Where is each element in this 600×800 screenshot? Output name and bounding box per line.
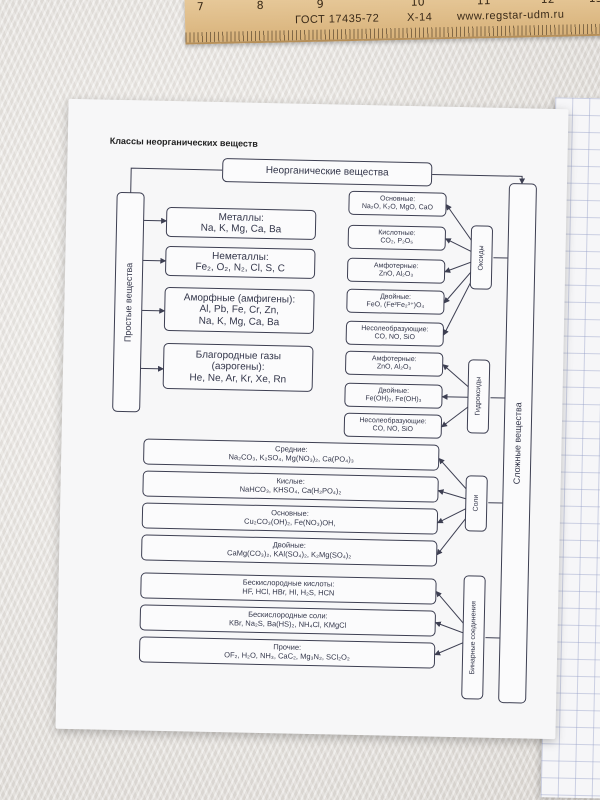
salt-line2: Na₂CO₃, K₂SO₄, Mg(NO₃)₂, Ca(PO₄)₃ [228,452,354,464]
hydroxide-double-box: Двойные: Fe(OH)₂, Fe(OH)₃ [344,382,443,409]
binary-line2: KBr, Na₂S, Ba(HS)₂, NH₄Cl, KMgCl [228,618,347,630]
page-title: Классы неорганических веществ [109,135,258,149]
ruler-number: 12 [541,0,555,6]
ruler-number: 13 [589,0,600,5]
hydroxides-box: Гидроксиды [466,359,491,434]
notebook-page: Классы неорганических веществ [55,98,569,740]
simple-substances-box: Простые вещества [112,191,145,413]
binary-anoxic-acids-box: Бескислородные кислоты: HF, HCl, HBr, HI… [140,572,437,605]
simple-nonmetals-box: Неметаллы: Fe₂, O₂, N₂, Cl, S, C [164,245,316,280]
complex-substances-box: Сложные вещества [498,183,537,704]
oxide-line2: CO₂, P₂O₅ [380,237,414,246]
complex-substances-label: Сложные вещества [511,402,524,485]
oxide-amphoteric-box: Амфотерные: ZnO, Al₂O₃ [346,257,446,284]
ruler-number: 7 [196,0,204,14]
hydroxide-nonsalt-box: Несолеобразующие: CO, NO, SiO [343,412,443,439]
oxide-acidic-box: Кислотные: CO₂, P₂O₅ [347,224,447,251]
salts-box: Соли [464,475,488,532]
simple-substances-label: Простые вещества [122,262,135,342]
oxide-double-box: Двойные: FeO, (Fe²Fe₂³⁺)O₄ [346,288,445,315]
root-label: Неорганические вещества [265,165,389,179]
binary-line2: HF, HCl, HBr, HI, H₂S, HCN [242,586,335,598]
simple-line3: He, Ne, Ar, Kr, Xe, Rn [189,372,287,386]
salt-line2: CaMg(CO₃)₂, KAl(SO₄)₂, K₂Mg(SO₄)₂ [226,548,352,560]
root-box: Неорганические вещества [221,158,433,187]
salt-medium-box: Средние: Na₂CO₃, K₂SO₄, Mg(NO₃)₂, Ca(PO₄… [143,438,440,471]
ruler-number: 11 [476,0,491,8]
simple-metals-box: Металлы: Na, K, Mg, Ca, Ba [165,206,317,241]
oxides-box: Оксиды [469,225,494,290]
hydroxide-line2: ZnO, Al₂O₃ [376,363,412,372]
salt-line2: NaHCO₃, KHSO₄, Ca(H₂PO₄)₂ [239,484,342,496]
oxide-line2: Na₂O, K₂O, MgO, CaO [361,202,434,212]
ruler-number: 10 [410,0,425,9]
hydroxide-line2: CO, NO, SiO [372,425,414,434]
ruler-model: Х-14 [406,11,433,24]
ruler-site: www.regstar-udm.ru [456,8,565,23]
simple-line2: Na, K, Mg, Ca, Ba [200,222,282,236]
ruler-number: 9 [316,0,324,11]
oxide-line2: CO, NO, SiO [374,333,416,342]
binary-compounds-box: Бинарные соединения [461,575,486,700]
salts-label: Соли [472,494,480,512]
binary-other-box: Прочие: OF₂, H₂O, NH₃, CaC₂, Mg₃N₂, SCl₂… [138,636,436,669]
simple-line2: Fe₂, O₂, N₂, Cl, S, C [195,261,285,275]
binary-anoxic-salts-box: Бескислородные соли: KBr, Na₂S, Ba(HS)₂,… [139,604,437,637]
oxide-line2: FeO, (Fe²Fe₂³⁺)O₄ [366,301,425,310]
salt-line2: Cu₂CO₃(OH)₂, Fe(NO₃)OH, [243,516,336,528]
simple-amphigens-box: Аморфные (амфигены): Al, Pb, Fe, Cr, Zn,… [163,286,315,335]
simple-noble-gases-box: Благородные газы (аэрогены): He, Ne, Ar,… [162,342,314,393]
binary-line2: OF₂, H₂O, NH₃, CaC₂, Mg₃N₂, SCl₂O₂ [224,650,350,662]
simple-line3: Na, K, Mg, Ca, Ba [198,315,280,329]
oxides-label: Оксиды [477,244,486,271]
hydroxide-line2: Fe(OH)₂, Fe(OH)₃ [365,395,422,404]
simple-line1: Благородные газы [195,349,282,363]
ruler-number: 8 [256,0,264,12]
binary-compounds-label: Бинарные соединения [469,600,478,675]
oxide-basic-box: Основные: Na₂O, K₂O, MgO, CaO [348,190,447,217]
ruler-gost: ГОСТ 17435-72 [294,12,380,27]
simple-line1: Металлы: [218,211,264,224]
oxide-line2: ZnO, Al₂O₃ [378,270,414,279]
salt-basic-box: Основные: Cu₂CO₃(OH)₂, Fe(NO₃)OH, [141,502,439,535]
hydroxide-amphoteric-box: Амфотерные: ZnO, Al₂O₃ [344,350,444,377]
oxide-nonsalt-box: Несолеобразующие: CO, NO, SiO [345,320,445,347]
salt-acid-box: Кислые: NaHCO₃, KHSO₄, Ca(H₂PO₄)₂ [142,470,439,503]
salt-double-box: Двойные: CaMg(CO₃)₂, KAl(SO₄)₂, K₂Mg(SO₄… [141,534,438,567]
hydroxides-label: Гидроксиды [474,376,483,416]
